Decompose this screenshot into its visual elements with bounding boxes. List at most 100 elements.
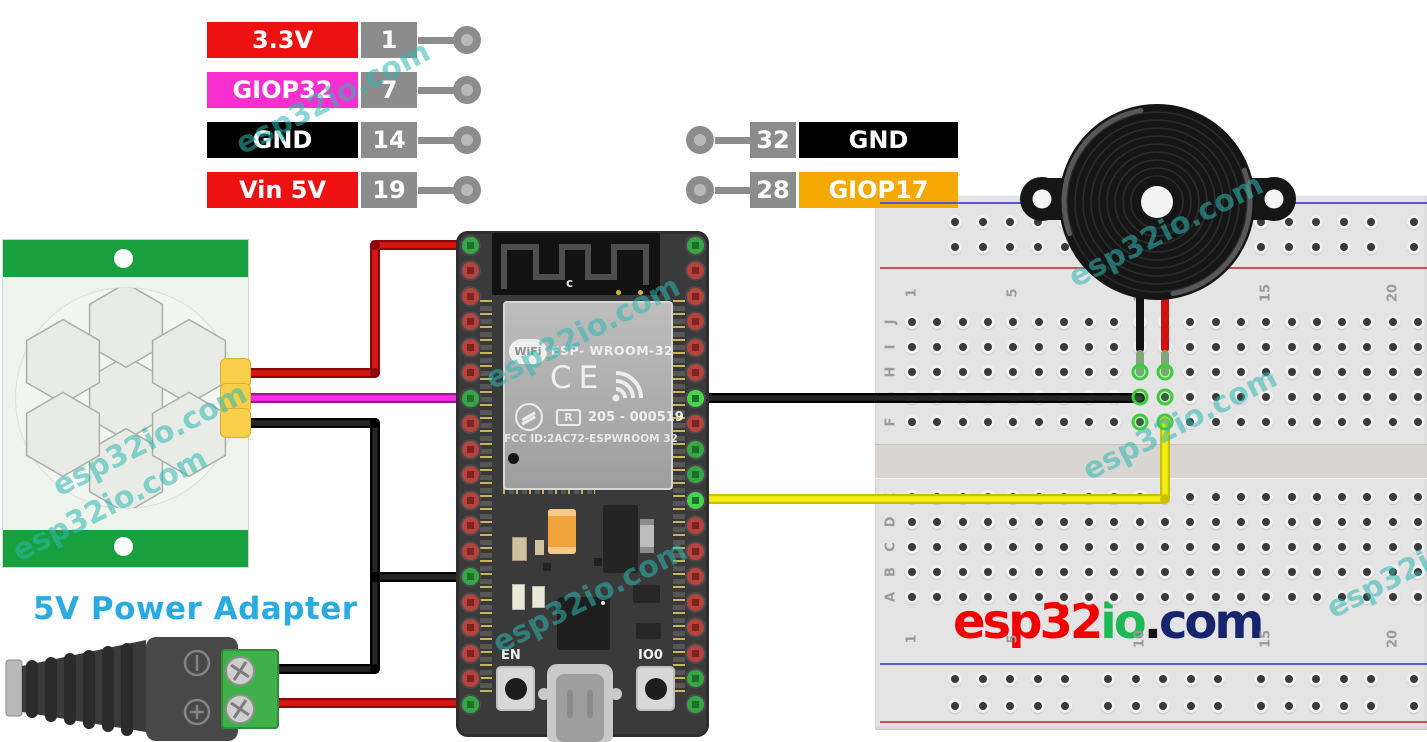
breadboard-hole <box>1085 343 1094 351</box>
pin-connector <box>418 36 454 44</box>
pin-pad <box>466 318 474 325</box>
esp32-pin-l16 <box>459 617 481 638</box>
breadboard-hole <box>1262 568 1271 576</box>
esp32-pin-r14 <box>684 566 706 587</box>
esp32io-logo: esp32io.com <box>953 594 1264 650</box>
pin-pad <box>691 700 699 708</box>
breadboard-hole <box>1211 568 1220 576</box>
pir-fresnel-dome <box>16 282 236 514</box>
pin-connector <box>715 136 751 144</box>
breadboard-hole <box>1414 593 1422 601</box>
buzzer-positive-leg <box>1161 288 1169 352</box>
pin-circle <box>453 126 481 154</box>
breadboard-hole <box>1161 518 1169 526</box>
esp32-pin-l13 <box>459 540 481 562</box>
breadboard-rail-hole <box>1312 675 1320 683</box>
esp32-pin-l14 <box>459 566 481 587</box>
pin-number-1: 1 <box>361 22 417 58</box>
breadboard-hole <box>1287 418 1296 426</box>
fiducial-dot <box>616 290 621 295</box>
pin-pad <box>691 318 699 325</box>
breadboard-hole <box>1009 518 1018 526</box>
breadboard-hole <box>1186 543 1195 551</box>
breadboard-hole <box>1009 418 1018 426</box>
breadboard-hole <box>1388 343 1397 351</box>
antenna-label: c <box>566 276 574 290</box>
adapter-plus-icon <box>183 698 211 726</box>
breadboard-hole <box>1236 543 1245 551</box>
breadboard-hole <box>1110 318 1119 326</box>
breadboard-hole <box>958 318 967 326</box>
breadboard-hole <box>1287 318 1296 326</box>
connection-ring <box>1131 413 1149 431</box>
fcc-id: FCC ID:2AC72-ESPWROOM 32 <box>504 433 678 445</box>
breadboard-hole <box>1059 568 1068 576</box>
wire-bend <box>370 664 380 674</box>
pin-pad <box>466 598 474 606</box>
breadboard-hole <box>1110 543 1119 551</box>
breadboard-hole <box>958 518 967 526</box>
breadboard-hole <box>1161 593 1169 601</box>
pin-connector <box>418 186 454 194</box>
esp32-pin-l10 <box>459 464 481 485</box>
pin-pad <box>466 445 474 453</box>
breadboard-hole <box>1262 518 1271 526</box>
esp32-pin-l17 <box>459 642 481 664</box>
connection-ring <box>1156 363 1174 381</box>
smd-resistor <box>535 540 544 555</box>
breadboard-hole <box>1186 493 1195 501</box>
breadboard-hole <box>1085 568 1094 576</box>
breadboard-rail-hole <box>1257 218 1265 226</box>
breadboard-hole <box>1262 543 1271 551</box>
breadboard-hole <box>1211 518 1220 526</box>
breadboard-hole <box>1363 593 1372 601</box>
breadboard-hole <box>1363 568 1372 576</box>
esp32-pin-r6 <box>684 362 706 383</box>
pin-label-giop32: GIOP32 <box>207 72 358 108</box>
connection-ring <box>1156 413 1174 431</box>
logo-segment: com <box>1158 594 1264 650</box>
pin-pad <box>466 267 474 274</box>
esp32-pin-l18 <box>459 668 481 689</box>
ce-mark: CE <box>550 360 606 396</box>
esp32-pin-l6 <box>459 362 481 383</box>
breadboard-hole <box>908 368 916 376</box>
breadboard-hole <box>1388 568 1397 576</box>
esp32-pin-r19 <box>684 693 706 715</box>
breadboard-hole <box>1287 368 1296 376</box>
breadboard-hole <box>1338 393 1347 401</box>
breadboard-hole <box>1009 543 1018 551</box>
telec-mark-icon <box>515 403 543 431</box>
breadboard-rail-hole <box>1214 675 1222 683</box>
breadboard-hole <box>908 593 916 601</box>
breadboard-hole <box>1262 368 1271 376</box>
transistor <box>636 623 661 639</box>
breadboard-rail-hole <box>1367 218 1375 226</box>
logo-segment: . <box>1143 594 1162 650</box>
buzzer-leg-tip <box>1161 350 1169 376</box>
breadboard-hole <box>1211 543 1220 551</box>
pin-number-7: 7 <box>361 72 417 108</box>
buzzer-grooves <box>1066 111 1248 293</box>
esp32-antenna <box>492 233 660 295</box>
esp32-pin-r12 <box>684 515 706 536</box>
breadboard-rail-hole <box>1006 218 1014 226</box>
pin-pad <box>691 420 699 427</box>
pin-circle <box>453 76 481 104</box>
pin-pad <box>691 649 699 657</box>
pin-circle <box>686 176 714 204</box>
breadboard-hole <box>1312 318 1321 326</box>
pin-pad <box>691 394 699 402</box>
breadboard-hole <box>1059 518 1068 526</box>
breadboard-hole <box>1236 368 1245 376</box>
breadboard-hole <box>1363 318 1372 326</box>
breadboard-hole <box>1211 393 1220 401</box>
breadboard-hole <box>1363 343 1372 351</box>
breadboard-hole <box>1034 593 1043 601</box>
breadboard-hole <box>1236 518 1245 526</box>
adapter-body <box>146 637 238 741</box>
breadboard-hole <box>1338 543 1347 551</box>
breadboard-hole <box>1338 493 1347 501</box>
breadboard-hole <box>1363 493 1372 501</box>
